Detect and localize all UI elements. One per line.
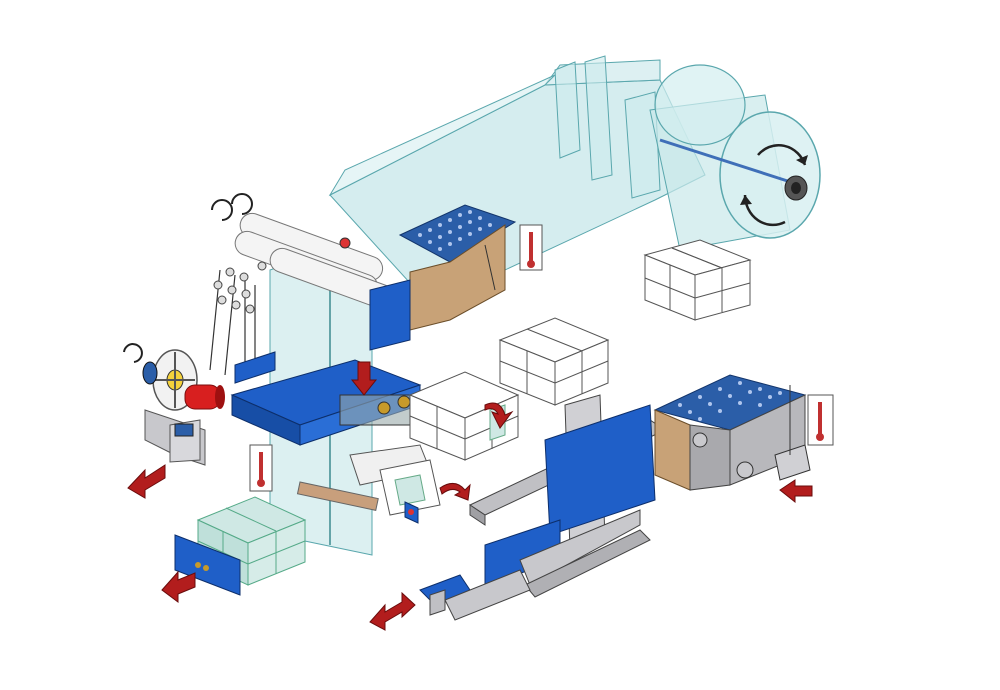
film-roll bbox=[649, 64, 821, 251]
product-stack-2 bbox=[498, 317, 610, 406]
rotation-indicator bbox=[211, 193, 253, 221]
direction-arrow bbox=[127, 464, 166, 499]
motor-bracket bbox=[144, 409, 206, 466]
thermometer-icon bbox=[249, 444, 273, 492]
thermometer-icon bbox=[519, 224, 543, 271]
product-stack-1 bbox=[643, 239, 752, 321]
blue-frame bbox=[230, 279, 422, 446]
rotation-indicator bbox=[740, 144, 808, 227]
direction-arrow bbox=[484, 402, 514, 429]
direction-arrow bbox=[439, 483, 471, 501]
infeed-plate bbox=[174, 534, 241, 596]
direction-arrow bbox=[161, 570, 196, 603]
red-drive-motor bbox=[184, 384, 225, 410]
sealing-station bbox=[296, 444, 441, 524]
heat-tunnel bbox=[653, 374, 811, 491]
direction-arrow bbox=[779, 479, 813, 504]
rotation-indicator bbox=[123, 343, 143, 363]
crimp-wheel bbox=[123, 343, 198, 411]
direction-arrow bbox=[369, 591, 416, 631]
thermometer-icon bbox=[807, 394, 834, 446]
pusher-assembly bbox=[419, 394, 667, 621]
direction-arrow bbox=[350, 361, 378, 396]
